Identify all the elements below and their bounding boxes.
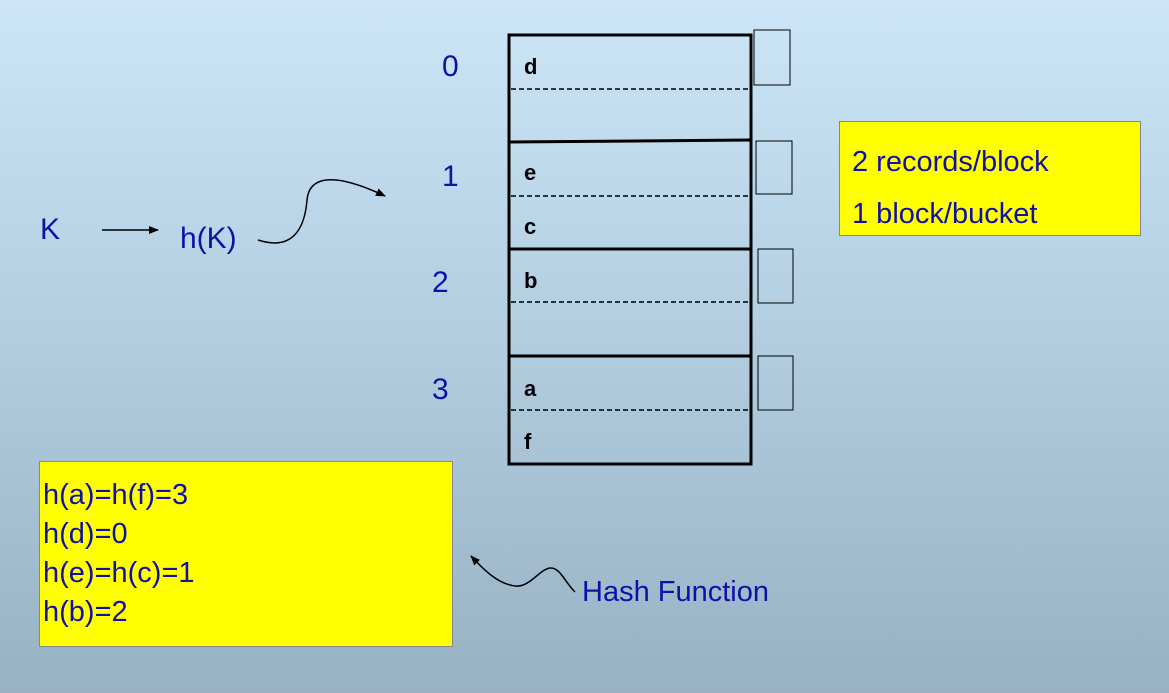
bucket-number-2: 2 (432, 266, 449, 299)
bucket-number-0: 0 (442, 50, 459, 83)
hash-curve-arrow (257, 178, 386, 244)
key-label: K (40, 213, 61, 246)
blocks-per-bucket: 1 block/bucket (852, 198, 1038, 230)
hash-value-line: h(b)=2 (43, 596, 128, 628)
record-e: e (524, 160, 537, 185)
record-f: f (524, 429, 532, 454)
overflow-pointer-3 (757, 355, 794, 411)
bucket-number-3: 3 (432, 373, 449, 406)
bucket-separator-0-1 (508, 138, 752, 144)
overflow-pointer-0 (753, 29, 791, 86)
hash-values-box: h(a)=h(f)=3 h(d)=0 h(e)=h(c)=1 h(b)=2 (39, 461, 453, 647)
bucket-number-1: 1 (442, 160, 459, 193)
overflow-pointer-2 (757, 248, 794, 304)
hash-function-label: Hash Function (582, 576, 769, 608)
hash-call-label: h(K) (180, 222, 237, 255)
parameters-box: 2 records/block 1 block/bucket (839, 121, 1141, 236)
record-c: c (524, 214, 537, 239)
hash-function-arrow (470, 555, 576, 593)
record-a: a (524, 376, 537, 401)
record-b: b (524, 268, 538, 293)
hash-value-line: h(e)=h(c)=1 (43, 557, 195, 589)
overflow-pointer-1 (755, 140, 793, 195)
records-per-block: 2 records/block (852, 146, 1049, 178)
hash-value-line: h(d)=0 (43, 518, 128, 550)
record-d: d (524, 54, 538, 79)
hash-value-line: h(a)=h(f)=3 (43, 479, 189, 511)
